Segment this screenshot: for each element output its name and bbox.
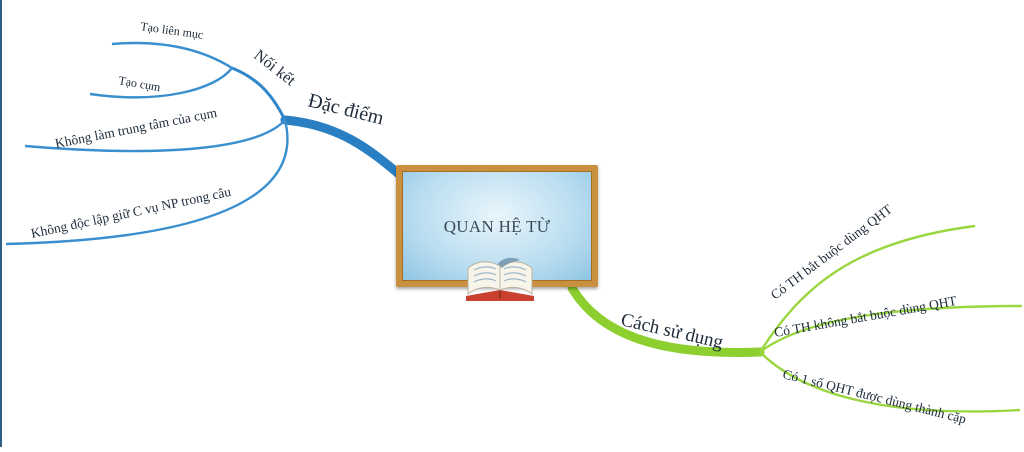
center-node-title: QUAN HỆ TỪ — [443, 217, 551, 236]
leaf-line-khong-doc-lap — [5, 119, 289, 246]
leaf-line-tao-cum — [89, 67, 233, 99]
open-book-icon — [466, 257, 534, 301]
leaf-line-bat-buoc — [758, 224, 976, 353]
leaf-line-thanh-cap — [759, 351, 1021, 413]
branch-dac-diem-trunk — [280, 115, 405, 180]
leaf-label-khong-lam-trung-tam: Không làm trung tâm của cụm — [54, 105, 219, 151]
branch-noi-ket-connector — [231, 66, 287, 121]
leaf-line-khong-lam-trung-tam — [24, 119, 286, 153]
left-edge-border — [0, 0, 2, 447]
leaf-label-thanh-cap: Có 1 số QHT được dùng thành cặp — [781, 366, 968, 426]
leaf-line-tao-lien-muc — [111, 41, 233, 70]
branch-cach-su-dung-trunk — [567, 283, 765, 357]
leaf-line-khong-bat-buoc — [759, 304, 1023, 353]
leaf-label-tao-lien-muc: Tạo liên mục — [140, 19, 205, 42]
leaf-label-tao-cum: Tạo cụm — [117, 73, 162, 94]
leaf-label-khong-doc-lap: Không độc lập giữ C vụ NP trong câu — [30, 184, 233, 241]
